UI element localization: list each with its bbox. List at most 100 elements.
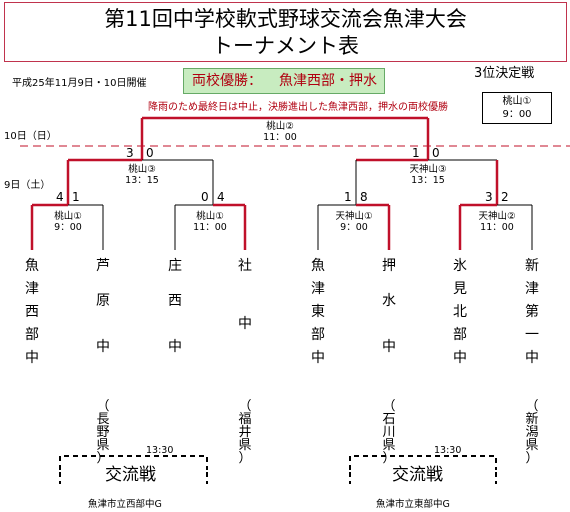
qf4-score-right: 2 <box>501 190 509 204</box>
qf1-venue: 桃山① <box>54 211 82 222</box>
semi1-score-right: 0 <box>146 146 154 160</box>
pref-char: 潟 <box>525 425 539 440</box>
pref-char: 県 <box>96 438 110 453</box>
team-8-prefecture: （ 新 潟 県 ） <box>522 400 542 465</box>
rain-note: 降雨のため最終日は中止，決勝進出した魚津西部，押水の両校優勝 <box>148 102 448 113</box>
final-venue-block: 桃山② 11：00 <box>250 121 310 143</box>
friendly1-venue: 魚津市立西部中G <box>88 499 162 510</box>
team-8-char: 第 <box>525 304 539 320</box>
team-6-char: 中 <box>382 339 396 355</box>
qf1-score-left: 4 <box>56 190 64 204</box>
pref-char: 長 <box>96 412 110 427</box>
semi1-venue-block: 桃山③ 13：15 <box>112 164 172 186</box>
semi2-score-right: 0 <box>432 146 440 160</box>
date-note: 平成25年11月9日・10日開催 <box>12 78 147 89</box>
qf1-time: 9：00 <box>54 222 82 233</box>
champions-label: 両校優勝： <box>192 73 262 89</box>
qf3-venue-block: 天神山① 9：00 <box>323 211 385 233</box>
title-line-1: 第11回中学校軟式野球交流会魚津大会 <box>104 7 467 31</box>
team-4-char: 社 <box>238 258 252 274</box>
team-3-char: 中 <box>168 339 182 355</box>
friendly1-time: 13:30 <box>146 445 174 456</box>
semi2-score-left: 1 <box>412 146 420 160</box>
qf1-venue-block: 桃山① 9：00 <box>38 211 98 233</box>
qf4-score-left: 3 <box>485 190 493 204</box>
qf3-score-right: 8 <box>360 190 368 204</box>
team-1-char: 魚 <box>25 258 39 274</box>
team-3-char: 西 <box>168 293 182 309</box>
pref-char: 川 <box>382 425 396 440</box>
team-1-char: 西 <box>25 304 39 320</box>
qf3-score-left: 1 <box>344 190 352 204</box>
final-time: 11：00 <box>263 132 297 143</box>
team-4-prefecture: （ 福 井 県 ） <box>235 400 255 465</box>
pref-char: 県 <box>382 438 396 453</box>
semi2-venue-block: 天神山③ 13：15 <box>398 164 458 186</box>
pref-char: 県 <box>525 438 539 453</box>
team-2-char: 原 <box>96 293 110 309</box>
team-5-char: 部 <box>311 327 325 343</box>
semi2-venue: 天神山③ <box>409 164 447 175</box>
team-2: 芦 原 中 <box>93 255 113 370</box>
team-5-char: 魚 <box>311 258 325 274</box>
qf3-venue: 天神山① <box>335 211 373 222</box>
qf2-score-right: 4 <box>217 190 225 204</box>
pref-char: ） <box>96 451 110 466</box>
team-7-char: 見 <box>453 281 467 297</box>
qf2-venue-block: 桃山① 11：00 <box>180 211 240 233</box>
semi1-score-left: 3 <box>126 146 134 160</box>
pref-char: 福 <box>238 412 252 427</box>
team-1: 魚 津 西 部 中 <box>22 255 42 370</box>
team-7-char: 北 <box>453 304 467 320</box>
title-line-2: トーナメント表 <box>212 34 359 58</box>
team-7-char: 中 <box>453 350 467 366</box>
day9-label: 9日（土） <box>4 180 51 191</box>
team-4: 社 中 <box>235 255 255 370</box>
semi2-time: 13：15 <box>411 175 445 186</box>
team-1-char: 部 <box>25 327 39 343</box>
friendly2-label: 交流戦 <box>392 465 443 485</box>
team-2-char: 芦 <box>96 258 110 274</box>
qf2-venue: 桃山① <box>196 211 224 222</box>
team-8-char: 新 <box>525 258 539 274</box>
pref-char: （ <box>525 399 539 414</box>
team-2-char: 中 <box>96 339 110 355</box>
qf3-time: 9：00 <box>340 222 368 233</box>
pref-char: ） <box>382 451 396 466</box>
qf4-venue-block: 天神山② 11：00 <box>466 211 528 233</box>
friendly1-label: 交流戦 <box>105 465 156 485</box>
team-1-char: 中 <box>25 350 39 366</box>
qf2-time: 11：00 <box>193 222 227 233</box>
team-7-char: 氷 <box>453 258 467 274</box>
third-place-box: 桃山① 9：00 <box>482 92 552 124</box>
pref-char: ） <box>525 451 539 466</box>
pref-char: 県 <box>238 438 252 453</box>
friendly2-bracket <box>349 455 497 470</box>
friendly2-venue: 魚津市立東部中G <box>376 499 450 510</box>
pref-char: 石 <box>382 412 396 427</box>
team-3-char: 庄 <box>168 258 182 274</box>
pref-char: （ <box>96 399 110 414</box>
team-5: 魚 津 東 部 中 <box>308 255 328 370</box>
team-1-char: 津 <box>25 281 39 297</box>
semi1-venue: 桃山③ <box>128 164 156 175</box>
pref-char: （ <box>382 399 396 414</box>
pref-char: 井 <box>238 425 252 440</box>
semi1-time: 13：15 <box>125 175 159 186</box>
friendly2-time: 13:30 <box>434 445 462 456</box>
team-3: 庄 西 中 <box>165 255 185 370</box>
day10-label: 10日（日） <box>4 131 57 142</box>
team-7: 氷 見 北 部 中 <box>450 255 470 370</box>
team-7-char: 部 <box>453 327 467 343</box>
qf1-score-right: 1 <box>72 190 80 204</box>
pref-char: 野 <box>96 425 110 440</box>
team-4-char: 中 <box>238 316 252 332</box>
third-place-title: 3位決定戦 <box>474 66 535 81</box>
pref-char: 新 <box>525 412 539 427</box>
title-box: 第11回中学校軟式野球交流会魚津大会 トーナメント表 <box>4 2 567 62</box>
qf4-venue: 天神山② <box>478 211 516 222</box>
third-place-venue: 桃山① <box>502 96 532 107</box>
team-8-char: 一 <box>525 327 539 343</box>
team-5-char: 津 <box>311 281 325 297</box>
third-place-time: 9：00 <box>502 109 532 120</box>
